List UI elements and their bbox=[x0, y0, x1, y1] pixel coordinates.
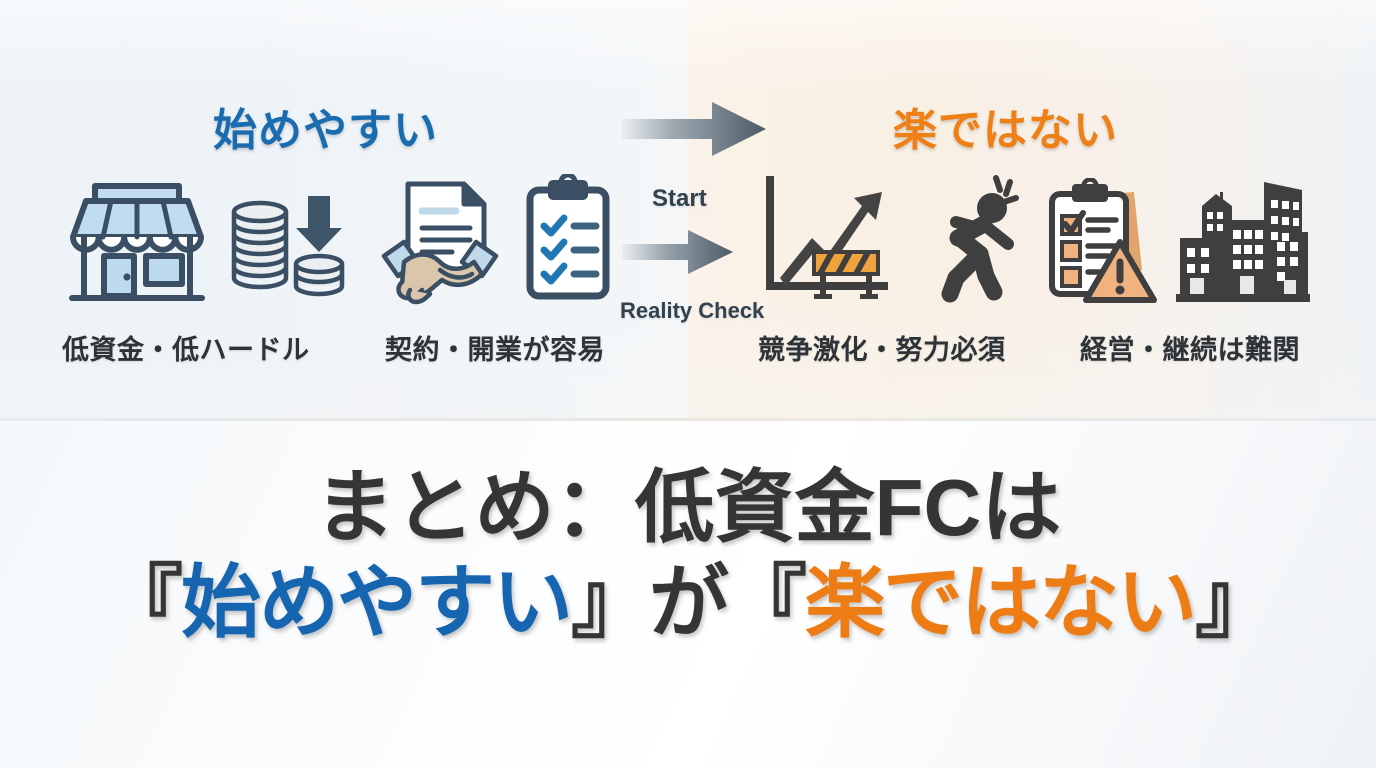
exhausted-running-person-icon bbox=[926, 172, 1022, 309]
growth-chart-barrier-icon bbox=[758, 176, 892, 311]
caption-low-capital: 低資金・低ハードル bbox=[62, 335, 310, 365]
summary-phrase-easy-to-start: 始めやすい bbox=[181, 557, 573, 647]
icon-row bbox=[0, 172, 1376, 312]
clipboard-checklist-icon bbox=[522, 172, 614, 309]
caption-competition: 競争激化・努力必須 bbox=[758, 335, 1006, 365]
summary-line-1: まとめ：低資金FCは bbox=[314, 463, 1062, 552]
summary-title: まとめ：低資金FCは 『始めやすい』が『楽ではない』 bbox=[0, 462, 1376, 650]
right-heading: 楽ではない bbox=[893, 106, 1118, 155]
left-heading: 始めやすい bbox=[213, 106, 438, 155]
summary-line-2: 『始めやすい』が『楽ではない』 bbox=[0, 557, 1376, 650]
transition-arrow-middle bbox=[620, 228, 736, 281]
summary-phrase-not-easy: 楽ではない bbox=[805, 557, 1197, 647]
city-buildings-icon bbox=[1176, 176, 1310, 309]
caption-easy-contract: 契約・開業が容易 bbox=[385, 335, 605, 365]
flow-label-reality-check: Reality Check bbox=[620, 298, 765, 323]
handshake-contract-icon bbox=[378, 178, 502, 311]
quote-open-1: 『 bbox=[103, 557, 183, 647]
storefront-icon bbox=[68, 180, 206, 311]
flow-label-start: Start bbox=[652, 185, 707, 212]
quote-close-2: 』 bbox=[1195, 557, 1275, 647]
summary-panel bbox=[0, 421, 1376, 768]
quote-close-1: 』 bbox=[571, 557, 651, 647]
summary-particle: が bbox=[649, 557, 729, 647]
coin-stack-down-arrow-icon bbox=[228, 194, 348, 307]
clipboard-warning-icon bbox=[1046, 177, 1158, 309]
caption-management: 経営・継続は難関 bbox=[1080, 335, 1300, 365]
transition-arrow-top bbox=[620, 100, 770, 163]
quote-open-2: 『 bbox=[727, 557, 807, 647]
